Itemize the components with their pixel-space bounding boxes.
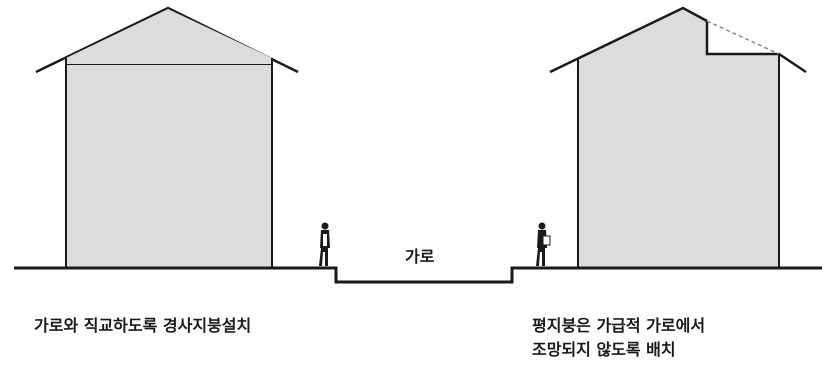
caption-right-line2: 조망되지 않도록 배치 (532, 340, 676, 359)
caption-right-line1: 평지붕은 가급적 가로에서 (532, 316, 706, 335)
ground-line (14, 266, 822, 284)
pedestrian-left-icon (319, 222, 330, 266)
caption-left: 가로와 직교하도록 경사지붕설치 (34, 316, 252, 335)
pedestrian-right-icon (536, 222, 551, 266)
right-building (549, 6, 807, 268)
caption-right: 평지붕은 가급적 가로에서 조망되지 않도록 배치 (532, 314, 705, 362)
hidden-roof-line (706, 20, 780, 55)
street-label: 가로 (405, 247, 435, 266)
right-building-body (578, 9, 779, 268)
left-building (35, 6, 299, 269)
right-building-flat-roof (705, 21, 807, 74)
right-building-roof (549, 6, 708, 74)
left-building-wall (65, 63, 273, 269)
left-building-gable (66, 9, 272, 64)
